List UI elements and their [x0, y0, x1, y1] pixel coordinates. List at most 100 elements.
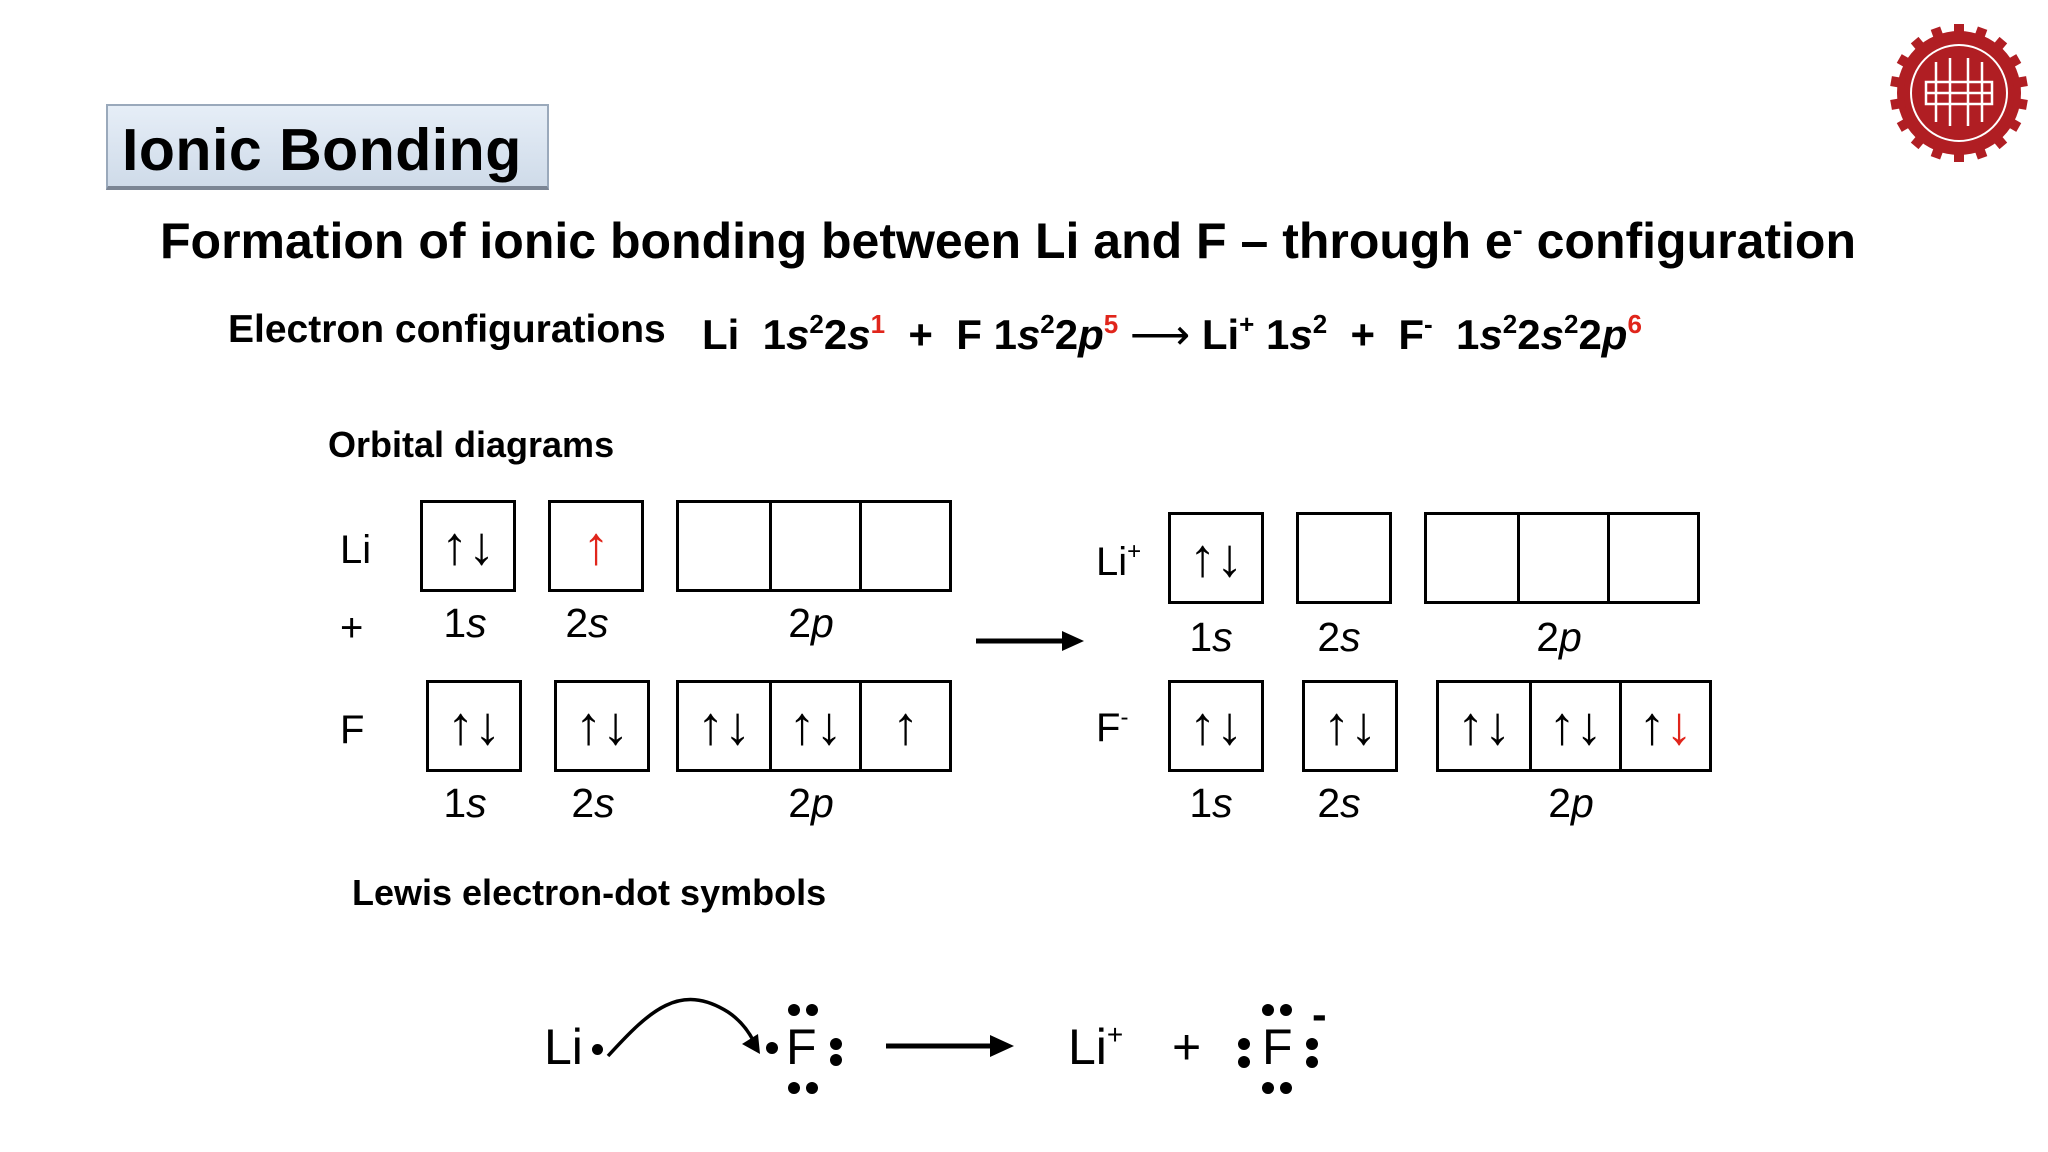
li-config-sup: 2: [809, 309, 824, 339]
config-plus-2: +: [1327, 311, 1399, 358]
config-arrow: ⟶: [1118, 311, 1202, 358]
f-config-valence-sup: 5: [1103, 309, 1119, 339]
fion-label-charge: -: [1120, 704, 1129, 731]
lewis-fion-dots: [1230, 996, 1340, 1096]
fion-1s-cell: ↑↓: [1189, 696, 1243, 756]
f-2p-cell-3: ↑: [859, 683, 949, 769]
li-config-s2: s: [847, 311, 871, 358]
f-1s-cell: ↑↓: [447, 696, 501, 756]
fion-label: F-: [1096, 706, 1128, 751]
li-config-s: s: [786, 311, 810, 358]
f-1s-s: s: [466, 780, 487, 826]
f-2s-orbital: ↑↓: [554, 680, 650, 772]
f-1s-orbital: ↑↓: [426, 680, 522, 772]
f-1s-num: 1: [443, 780, 467, 826]
orbital-reaction-arrow-icon: [976, 626, 1084, 656]
li-config-text: Li 1: [702, 311, 787, 358]
li-2s-cell: ↑: [582, 516, 610, 576]
fion-2s-label: 2s: [1294, 780, 1384, 827]
fion-config-name: F: [1398, 311, 1425, 358]
fion-config-sup-a: 2: [1502, 309, 1518, 339]
liion-2s-num: 2: [1317, 614, 1341, 660]
li-2p-orbital: [676, 500, 952, 592]
lewis-liion-charge: +: [1106, 1019, 1124, 1050]
plus-label: +: [340, 606, 364, 650]
fion-2p-orbital: ↑↓ ↑↓ ↑↓: [1436, 680, 1712, 772]
university-seal-icon: [1888, 22, 2030, 164]
liion-2p-cell-1: [1427, 515, 1517, 601]
liion-config: Li+ 1s2: [1202, 311, 1327, 358]
liion-2p-label: 2p: [1424, 614, 1694, 661]
fion-config-s: s: [1479, 311, 1503, 358]
f-2p-label: 2p: [676, 780, 946, 827]
lewis-fion-charge: -: [1312, 990, 1327, 1039]
subtitle: Formation of ionic bonding between Li an…: [160, 212, 1856, 270]
liion-1s-num: 1: [1189, 614, 1213, 660]
config-plus-1: +: [885, 311, 957, 358]
f-2s-num: 2: [571, 780, 595, 826]
fion-config-sup-b: 2: [1563, 309, 1579, 339]
fion-config-valence-sup: 6: [1627, 309, 1642, 339]
li-1s-num: 1: [443, 600, 467, 646]
li-2p-cell-1: [679, 503, 769, 589]
f-2p-cell-2: ↑↓: [769, 683, 859, 769]
liion-config-sup: 2: [1312, 309, 1328, 339]
liion-label: Li+: [1096, 540, 1141, 585]
liion-label-name: Li: [1096, 540, 1128, 584]
liion-config-charge: +: [1239, 309, 1255, 339]
li-atom-label: Li: [340, 528, 372, 572]
fion-2p-cell-2: ↑↓: [1529, 683, 1619, 769]
f-2p-p: p: [811, 780, 834, 826]
lewis-liion-name: Li: [1068, 1019, 1107, 1075]
liion-2p-num: 2: [1536, 614, 1559, 660]
fion-1s-label: 1s: [1166, 780, 1256, 827]
orbital-section-label: Orbital diagrams: [328, 424, 615, 465]
fion-2p-cell-3-up: ↑: [1638, 696, 1666, 756]
lewis-plus: +: [1172, 1019, 1202, 1075]
li-config-two: 2: [823, 311, 848, 358]
f-config-two: 2: [1054, 311, 1079, 358]
liion-2p-orbital: [1424, 512, 1700, 604]
fion-config-charge: -: [1424, 309, 1433, 339]
fion-config-p: p: [1601, 311, 1628, 358]
fion-2p-cell-1: ↑↓: [1457, 696, 1511, 756]
lewis-f-dots: [760, 996, 860, 1096]
liion-2s-label: 2s: [1294, 614, 1384, 661]
lewis-f-symbol: F: [786, 1019, 817, 1075]
fion-config-two: 2: [1517, 311, 1541, 358]
fion-2s-orbital: ↑↓: [1302, 680, 1398, 772]
fion-2p-num: 2: [1548, 780, 1571, 826]
li-2s-orbital: ↑: [548, 500, 644, 592]
liion-2s-orbital: [1296, 512, 1392, 604]
fion-1s-s: s: [1212, 780, 1233, 826]
liion-config-text: 1: [1254, 311, 1290, 358]
li-1s-label: 1s: [420, 600, 510, 647]
fion-config-s2: s: [1540, 311, 1564, 358]
liion-1s-label: 1s: [1166, 614, 1256, 661]
lewis-fion-symbol: F: [1262, 1019, 1293, 1075]
fion-2s-num: 2: [1317, 780, 1341, 826]
fion-1s-num: 1: [1189, 780, 1213, 826]
liion-1s-s: s: [1212, 614, 1233, 660]
f-config-p: p: [1078, 311, 1104, 358]
fion-1s-orbital: ↑↓: [1168, 680, 1264, 772]
liion-2s-s: s: [1340, 614, 1361, 660]
lewis-reaction-arrow-icon: [886, 1030, 1014, 1062]
li-2s-num: 2: [565, 600, 589, 646]
li-2s-s: s: [588, 600, 609, 646]
fion-2s-s: s: [1340, 780, 1361, 826]
liion-config-name: Li: [1201, 311, 1240, 358]
fion-2p-label: 2p: [1436, 780, 1706, 827]
li-2p-cell-3: [859, 503, 949, 589]
liion-2p-p: p: [1559, 614, 1582, 660]
li-2p-num: 2: [788, 600, 811, 646]
li-1s-cell: ↑↓: [441, 516, 495, 576]
fion-2p-cell-3: ↑↓: [1619, 683, 1709, 769]
subtitle-prefix: Formation of ionic bonding between Li an…: [160, 213, 1513, 269]
liion-2p-cell-2: [1517, 515, 1607, 601]
f-2s-cell: ↑↓: [575, 696, 629, 756]
liion-1s-orbital: ↑↓: [1168, 512, 1264, 604]
liion-1s-cell: ↑↓: [1189, 528, 1243, 588]
f-config-text: F 1: [956, 311, 1017, 358]
fion-config-text: 1: [1432, 311, 1480, 358]
